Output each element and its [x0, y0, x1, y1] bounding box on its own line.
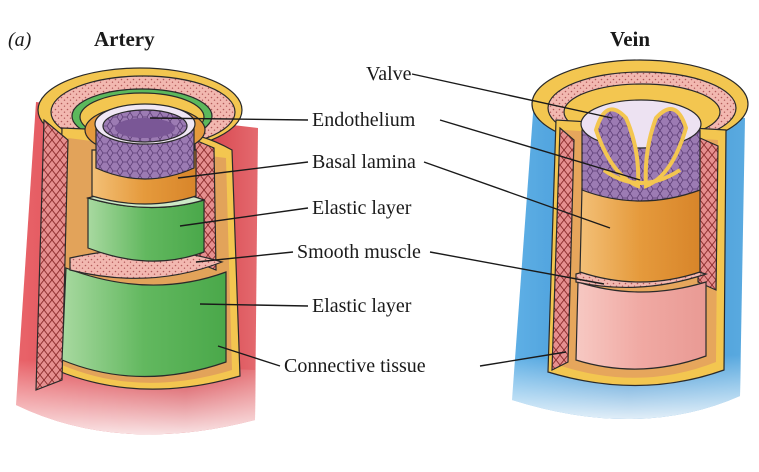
label-elastic-layer-outer: Elastic layer — [312, 295, 412, 317]
leader-smooth-muscle-artery — [195, 251, 294, 263]
leader-basal-lamina-vein — [423, 161, 611, 229]
leader-smooth-muscle-vein — [429, 251, 605, 285]
label-elastic-layer-inner: Elastic layer — [312, 197, 412, 219]
label-basal-lamina: Basal lamina — [312, 151, 416, 173]
panel-label: (a) — [8, 29, 32, 51]
vein-valve — [593, 107, 641, 189]
label-connective-tissue: Connective tissue — [284, 355, 426, 377]
leader-basal-lamina-artery — [177, 161, 309, 179]
artery-illustration — [16, 67, 258, 435]
vein-lower-cylinder — [575, 281, 707, 370]
leader-connective-vein — [479, 351, 567, 367]
leader-lines — [149, 73, 641, 367]
leader-elastic-inner — [179, 207, 309, 227]
artery-title: Artery — [94, 27, 155, 51]
label-endothelium: Endothelium — [312, 109, 416, 131]
leader-valve — [411, 73, 613, 119]
artery-outer-elastic-cylinder — [61, 267, 227, 378]
artery-smooth-muscle-mesh — [35, 118, 69, 391]
leader-endothelium-vein — [439, 119, 641, 181]
leader-connective-artery — [217, 345, 281, 367]
vein-illustration — [512, 59, 749, 420]
label-valve: Valve — [366, 63, 412, 85]
label-smooth-muscle: Smooth muscle — [297, 241, 421, 263]
vein-title: Vein — [610, 27, 650, 51]
leader-endothelium-artery — [149, 117, 309, 121]
leader-elastic-outer — [199, 303, 309, 307]
vein-basal-lamina — [579, 187, 701, 283]
